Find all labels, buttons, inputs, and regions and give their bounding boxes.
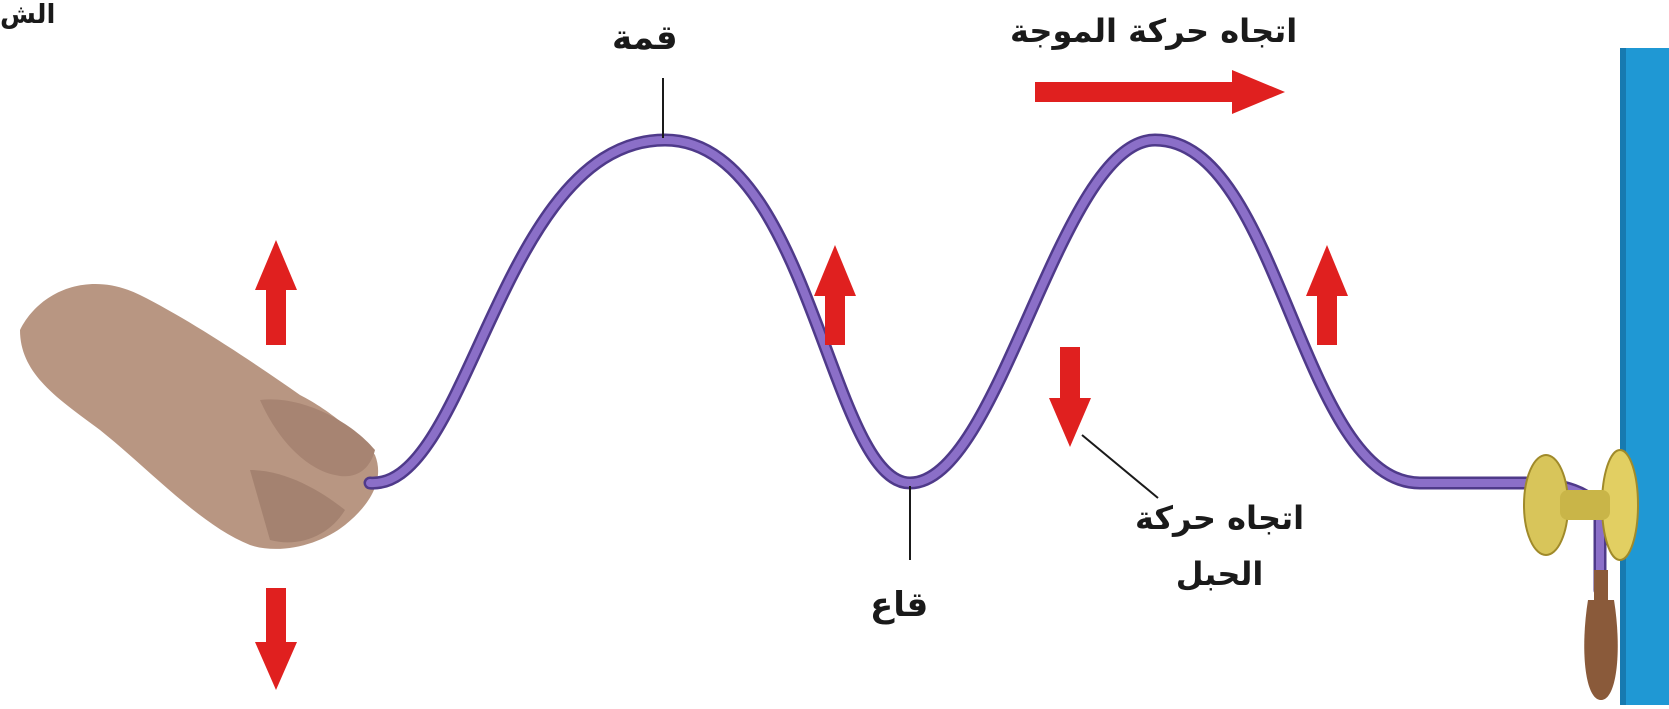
wave-direction-label: اتجاه حركة الموجة [1010, 12, 1297, 50]
arrow-down-icon [255, 588, 297, 690]
figure-corner-title: الش [0, 0, 55, 30]
clamp-icon [1524, 450, 1638, 560]
rope-direction-label: اتجاه حركة الحبل [1135, 490, 1304, 602]
rope-direction-label-line2: الحبل [1135, 546, 1304, 602]
crest-label: قمة [612, 18, 678, 58]
rope [370, 140, 1600, 590]
arrow-down-icon [1049, 347, 1091, 447]
hand-icon [20, 284, 378, 549]
arrow-up-icon [1306, 245, 1348, 345]
wall-edge [1620, 48, 1626, 705]
arrow-right-icon [1035, 70, 1285, 114]
rope-direction-leader-line [1082, 435, 1158, 498]
arrow-up-icon [255, 240, 297, 345]
wall [1620, 48, 1669, 705]
trough-label: قاع [870, 585, 928, 625]
handle [1584, 570, 1618, 700]
rope-direction-label-line1: اتجاه حركة [1135, 490, 1304, 546]
